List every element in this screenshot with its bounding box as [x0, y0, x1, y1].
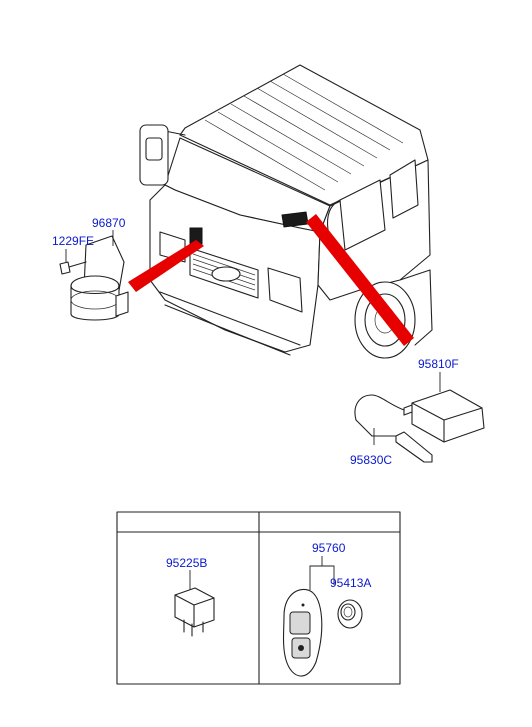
parts-table: [116, 511, 401, 685]
label-95830c[interactable]: 95830C: [350, 453, 393, 467]
transmitter-95760: [282, 556, 335, 677]
label-95810f[interactable]: 95810F: [418, 357, 459, 371]
callout-arrow-front: [128, 240, 204, 292]
grille: [189, 247, 259, 299]
relay-95225b: [174, 570, 215, 637]
relay-bracket-assembly: [70, 230, 129, 321]
bolt-1229fe: [59, 249, 87, 275]
label-1229fe[interactable]: 1229FE: [52, 234, 95, 248]
label-95760[interactable]: 95760: [312, 541, 346, 555]
label-95225b[interactable]: 95225B: [166, 556, 208, 570]
truck-cab-illustration: [139, 64, 433, 359]
callout-arrow-dash: [306, 214, 414, 346]
receiver-module-assembly: [354, 372, 485, 463]
label-96870[interactable]: 96870: [92, 216, 126, 230]
label-95413a[interactable]: 95413A: [330, 576, 372, 590]
battery-95413a: [337, 599, 363, 629]
